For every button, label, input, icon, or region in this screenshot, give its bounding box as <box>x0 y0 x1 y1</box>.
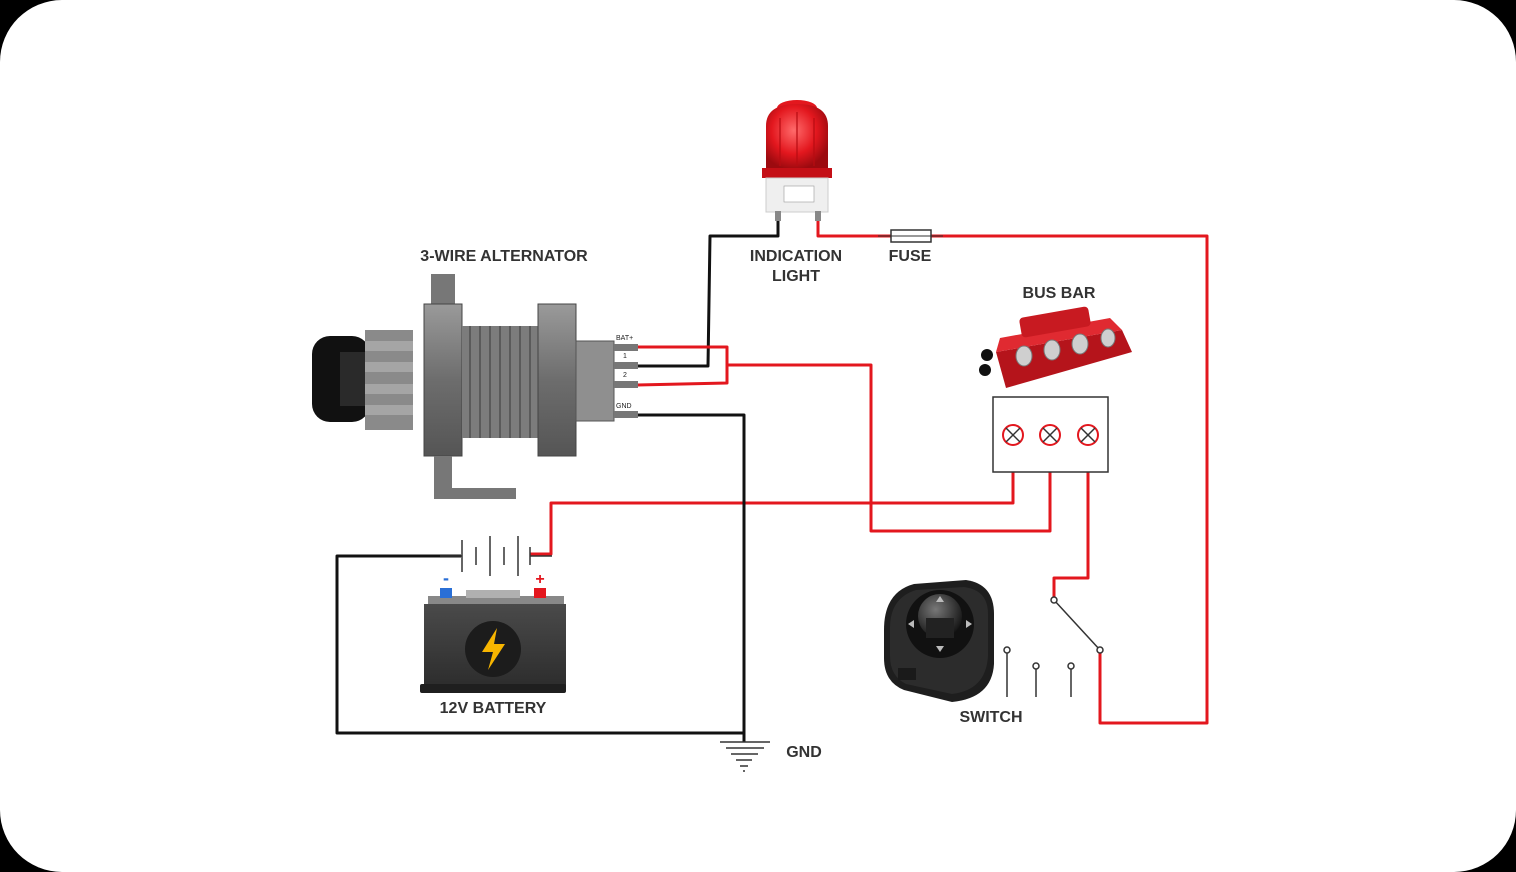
indication-light: INDICATION LIGHT <box>750 100 842 285</box>
battery: - + 12V BATTERY <box>420 536 566 717</box>
terminal-gnd <box>614 411 638 418</box>
battery-symbol <box>440 536 552 576</box>
mount-bottom <box>434 488 516 499</box>
terminal-label-gnd: GND <box>616 403 632 410</box>
wire-fuse-to-switch <box>931 234 1209 725</box>
bus-bar-label: BUS BAR <box>1023 285 1096 302</box>
terminal-label-bat-plus: BAT+ <box>616 335 633 342</box>
wire-terminal-2 <box>636 363 1052 533</box>
ground-label: GND <box>786 744 822 761</box>
terminal-label-2: 2 <box>623 372 627 379</box>
indication-light-label-line1: INDICATION <box>750 248 842 265</box>
terminal-1 <box>614 362 638 369</box>
ground-symbol <box>720 741 770 772</box>
wire-alternator-to-lamp <box>637 220 780 368</box>
mount-top <box>431 274 455 308</box>
alternator-fan <box>365 330 413 430</box>
battery-label: 12V BATTERY <box>440 700 547 717</box>
wire-busbar-to-battery <box>530 437 1015 556</box>
lightning-icon <box>482 628 505 670</box>
alternator: BAT+ 1 2 GND 3-WIRE ALTERNATOR <box>312 248 638 499</box>
indication-light-label-line2: LIGHT <box>772 268 820 285</box>
wires <box>335 220 1209 742</box>
wire-busbar-to-switch <box>1052 437 1090 600</box>
fuse: FUSE <box>878 229 943 265</box>
terminal-label-1: 1 <box>623 353 627 360</box>
alternator-label: 3-WIRE ALTERNATOR <box>420 248 588 265</box>
switch-image <box>884 580 994 702</box>
wire-alternator-gnd <box>637 413 746 742</box>
terminal-bat-plus <box>614 344 638 351</box>
wire-battery-negative <box>335 554 744 735</box>
battery-image: - + <box>420 568 566 693</box>
alternator-fins <box>462 326 540 438</box>
alternator-terminals: BAT+ 1 2 GND <box>614 335 638 418</box>
wire-bat-plus <box>637 345 729 365</box>
switch: SWITCH <box>884 580 1104 726</box>
wire-lamp-to-fuse <box>816 220 891 238</box>
switch-schematic <box>1003 596 1104 697</box>
battery-negative-sign: - <box>443 568 449 588</box>
terminal-2 <box>614 381 638 388</box>
battery-positive-sign: + <box>535 571 544 588</box>
switch-label: SWITCH <box>959 709 1022 726</box>
bus-bar-image <box>979 306 1132 388</box>
bus-bar: BUS BAR <box>979 285 1132 473</box>
fuse-label: FUSE <box>889 248 932 265</box>
